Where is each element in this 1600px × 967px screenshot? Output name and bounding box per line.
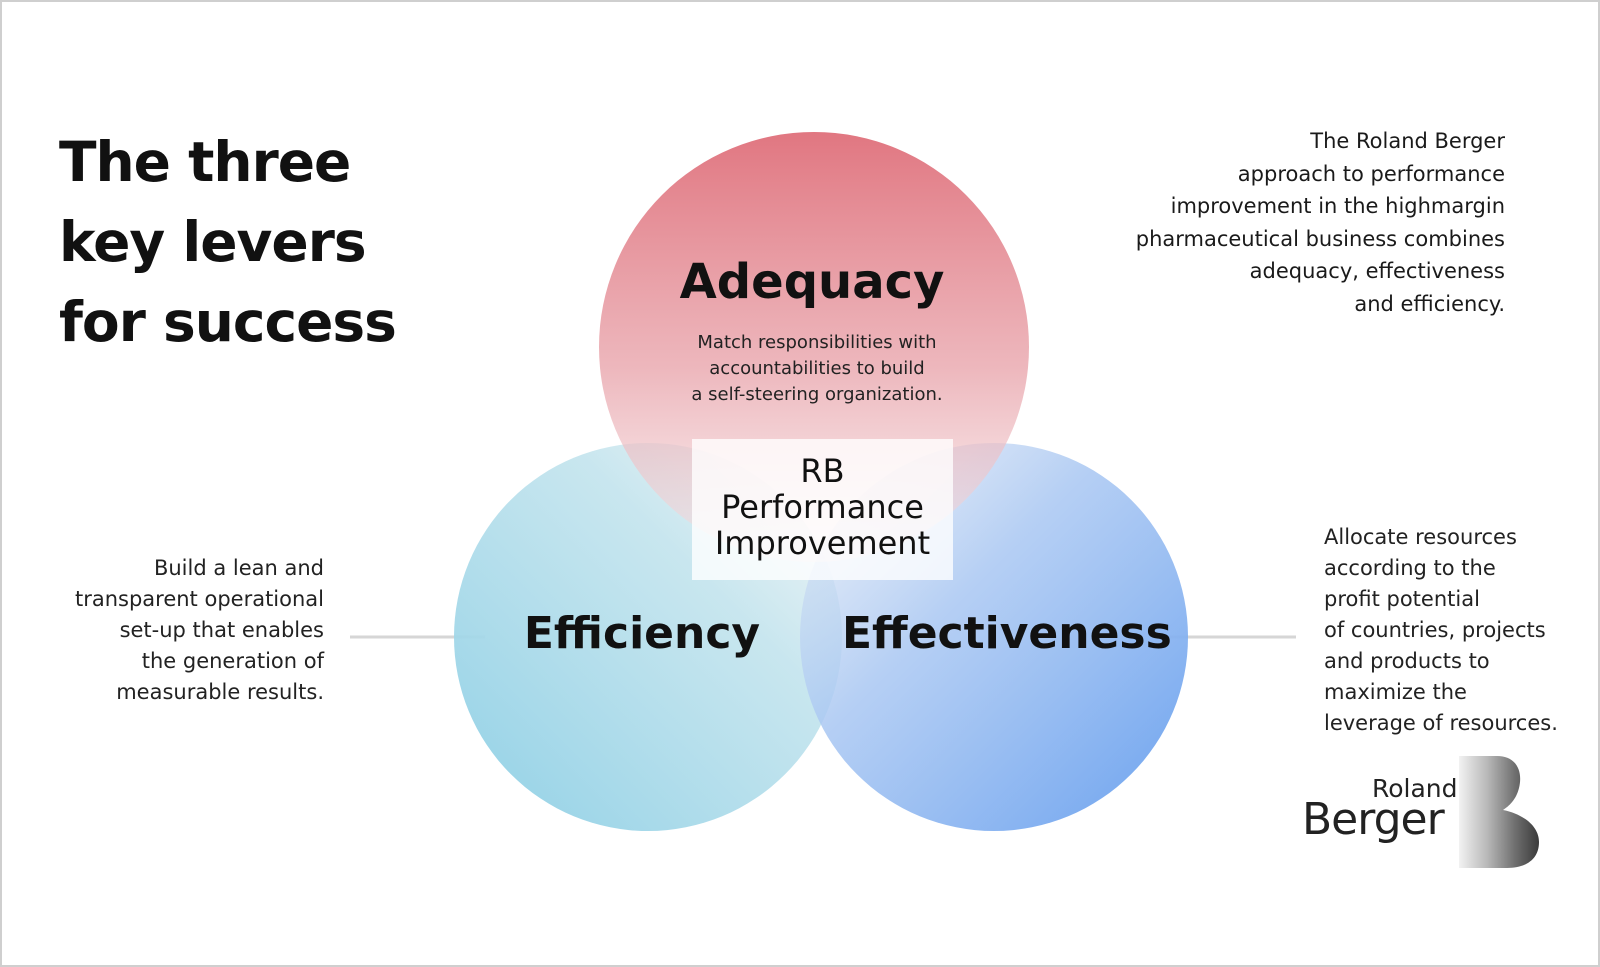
page-title: The three key levers for success [59, 122, 419, 362]
intro-line: pharmaceutical business combines [1135, 226, 1505, 251]
adequacy-description-line: accountabilities to build [709, 358, 925, 379]
effectiveness-description: Allocate resources according to the prof… [1324, 522, 1594, 739]
center-label-line: Performance [721, 488, 924, 526]
intro-line: adequacy, effectiveness [1249, 259, 1505, 283]
intro-line: approach to performance [1237, 161, 1505, 186]
logo-text-big: Berger [1302, 794, 1445, 845]
effectiveness-description-line: profit potential [1324, 587, 1480, 611]
roland-berger-b-mark-icon [1459, 756, 1539, 868]
title-line: key levers [59, 210, 367, 274]
efficiency-description-line: measurable results. [116, 680, 324, 704]
effectiveness-label: Effectiveness [842, 608, 1172, 659]
adequacy-description-line: a self-steering organization. [691, 384, 943, 405]
adequacy-label: Adequacy [679, 254, 945, 310]
efficiency-description-line: the generation of [141, 649, 324, 673]
intro-text: The Roland Berger approach to performanc… [1045, 125, 1505, 320]
efficiency-label: Efficiency [523, 608, 761, 659]
adequacy-description-line: Match responsibilities with [697, 332, 937, 353]
center-label-line: Improvement [714, 524, 931, 562]
intro-line: improvement in the highmargin [1170, 194, 1505, 218]
efficiency-description-line: transparent operational [74, 587, 324, 611]
effectiveness-description-line: leverage of resources. [1324, 711, 1558, 735]
logo-text-small: Roland [1372, 774, 1458, 803]
effectiveness-description-line: of countries, projects [1324, 618, 1546, 642]
efficiency-description-line: set-up that enables [119, 618, 324, 642]
effectiveness-description-line: according to the [1324, 556, 1496, 580]
intro-line: The Roland Berger [1310, 129, 1505, 153]
efficiency-description: Build a lean and transparent operational… [42, 553, 324, 708]
effectiveness-description-line: and products to [1324, 649, 1490, 673]
effectiveness-description-line: Allocate resources [1324, 525, 1517, 549]
adequacy-description: Match responsibilities with accountabili… [642, 330, 992, 408]
efficiency-description-line: Build a lean and [153, 556, 324, 580]
title-line: The three [59, 130, 351, 194]
effectiveness-description-line: maximize the [1324, 680, 1467, 704]
center-label-box: RB Performance Improvement [692, 439, 953, 580]
title-line: for success [59, 290, 397, 354]
center-label-line: RB [800, 452, 845, 490]
intro-line: and efficiency. [1354, 291, 1505, 316]
roland-berger-logo: Roland Berger [1302, 754, 1552, 872]
